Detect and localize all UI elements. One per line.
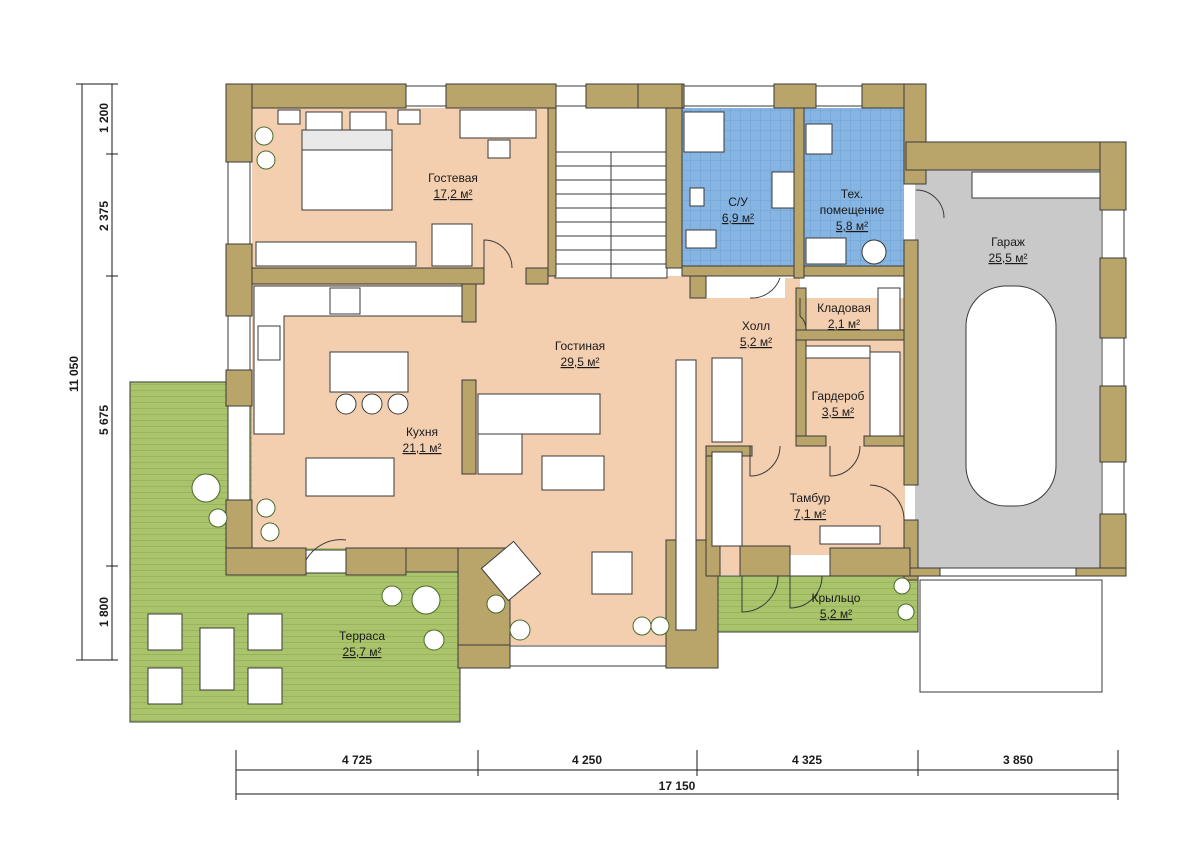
tech-room-name-line2: помещение — [820, 203, 885, 217]
porch-floor — [717, 575, 919, 633]
vestibule-name: Тамбур — [790, 491, 831, 505]
bathroom-name: С/У — [728, 195, 748, 209]
dim-h-1: 4 725 — [342, 753, 372, 767]
dim-v-total: 11 050 — [67, 356, 81, 392]
porch-area: 5,2 м² — [820, 607, 852, 621]
vestibule-area: 7,1 м² — [794, 507, 826, 521]
doors — [305, 189, 945, 613]
dim-v-3: 5 675 — [97, 405, 111, 435]
dim-v-4: 1 800 — [97, 597, 111, 627]
bathroom-area: 6,9 м² — [722, 211, 754, 225]
garage-area: 25,5 м² — [989, 251, 1028, 265]
furniture — [147, 109, 1101, 705]
vertical-dimensions — [76, 83, 118, 661]
guest-room-name: Гостевая — [428, 171, 478, 185]
windows — [227, 85, 1125, 667]
kitchen-name: Кухня — [406, 425, 438, 439]
storage-area: 2,1 м² — [828, 317, 860, 331]
garage-name: Гараж — [991, 235, 1025, 249]
dim-h-2: 4 250 — [572, 753, 602, 767]
tech-room-name-line1: Тех. — [841, 187, 863, 201]
room-labels: Гостевая 17,2 м² С/У 6,9 м² Тех. помещен… — [339, 171, 1027, 659]
horizontal-dimensions — [235, 750, 1119, 800]
living-room-area: 29,5 м² — [561, 355, 600, 369]
terrace-area: 25,7 м² — [343, 645, 382, 659]
car — [965, 285, 1057, 507]
plants — [191, 126, 915, 651]
hall-name: Холл — [742, 319, 770, 333]
porch-name: Крыльцо — [812, 591, 861, 605]
kitchen-area: 21,1 м² — [403, 441, 442, 455]
wardrobe-area: 3,5 м² — [822, 405, 854, 419]
dim-v-1: 1 200 — [97, 103, 111, 133]
tech-room-area: 5,8 м² — [836, 219, 868, 233]
living-room-name: Гостиная — [555, 339, 605, 353]
dim-v-2: 2 375 — [97, 201, 111, 231]
terrace-name: Терраса — [339, 629, 385, 643]
dim-h-total: 17 150 — [659, 779, 696, 793]
dim-h-4: 3 850 — [1003, 753, 1033, 767]
guest-room-area: 17,2 м² — [434, 187, 473, 201]
dim-h-3: 4 325 — [792, 753, 822, 767]
porch-step — [919, 579, 1103, 693]
hall-area: 5,2 м² — [740, 335, 772, 349]
wardrobe-name: Гардероб — [812, 389, 865, 403]
storage-name: Кладовая — [817, 301, 871, 315]
